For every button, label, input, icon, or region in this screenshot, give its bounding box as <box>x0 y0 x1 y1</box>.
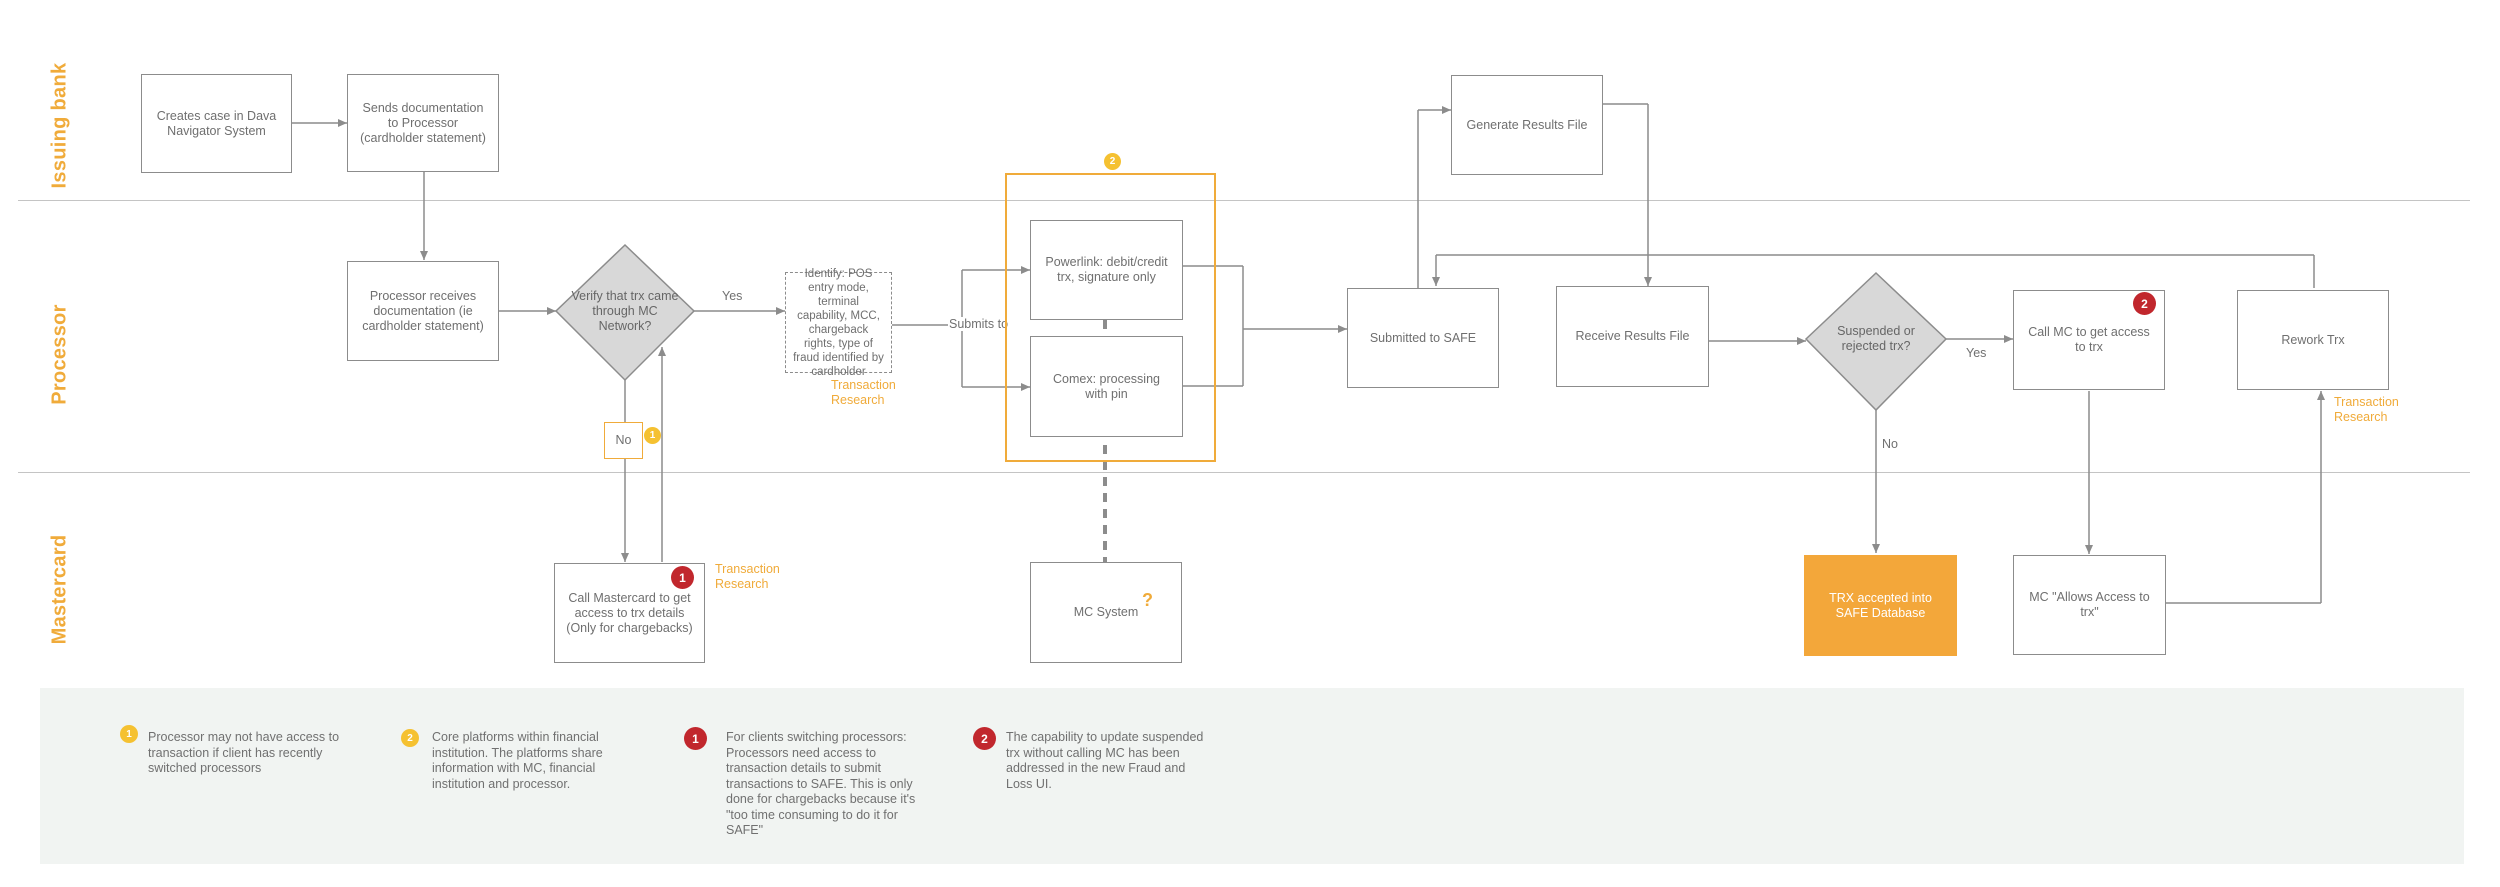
badge-red-2-call-mc: 2 <box>2133 292 2156 315</box>
legend-text-yellow-1: Processor may not have access to transac… <box>148 730 340 775</box>
no-label-suspended: No <box>1882 437 1898 451</box>
legend-badge-yellow-1: 1 <box>120 725 138 743</box>
transaction-research-note-identify: Transaction Research <box>831 378 896 407</box>
lane-separator-top <box>18 200 2470 201</box>
lane-separator-bottom <box>18 472 2470 473</box>
legend-panel <box>40 688 2464 864</box>
core-platforms-frame <box>1005 173 1216 462</box>
badge-red-1-call-mastercard: 1 <box>671 566 694 589</box>
comex-box: Comex: processing with pin <box>1030 336 1183 437</box>
yes-label-verify: Yes <box>722 289 743 303</box>
trx-accepted-box: TRX accepted into SAFE Database <box>1804 555 1957 656</box>
identify-box: Identify: POS entry mode, terminal capab… <box>785 268 892 378</box>
yes-label-suspended: Yes <box>1966 346 1987 360</box>
receive-results-file-box: Receive Results File <box>1556 286 1709 387</box>
legend-text-yellow-2: Core platforms within financial institut… <box>432 730 603 791</box>
legend-badge-red-1: 1 <box>684 727 707 750</box>
badge-yellow-1-no-branch: 1 <box>644 427 661 444</box>
submitted-to-safe-box: Submitted to SAFE <box>1347 288 1499 388</box>
legend-badge-yellow-2: 2 <box>401 729 419 747</box>
mc-allows-access-box: MC "Allows Access to trx" <box>2013 555 2166 655</box>
legend-badge-red-2: 2 <box>973 727 996 750</box>
rework-trx-box: Rework Trx <box>2237 290 2389 390</box>
suspended-rejected-label: Suspended or rejected trx? <box>1837 324 1915 353</box>
transaction-research-note-rework: Transaction Research <box>2334 395 2399 424</box>
sends-documentation-box: Sends documentation to Processor (cardho… <box>347 74 499 172</box>
legend-text-red-1: For clients switching processors: Proces… <box>726 730 916 837</box>
legend-text-red-2: The capability to update suspended trx w… <box>1006 730 1204 791</box>
no-branch-box: No <box>604 422 643 459</box>
processor-receives-box: Processor receives documentation (ie car… <box>347 261 499 361</box>
question-mark-icon: ? <box>1142 590 1153 610</box>
submits-to-label: Submits to <box>948 317 1010 331</box>
mc-system-box: MC System <box>1030 562 1182 663</box>
transaction-research-note-call-mastercard: Transaction Research <box>715 562 780 591</box>
verify-trx-label: Verify that trx came through MC Network? <box>571 288 679 333</box>
verify-decision-diamond <box>554 243 696 382</box>
badge-yellow-2-core-platforms: 2 <box>1104 153 1121 170</box>
generate-results-file-box: Generate Results File <box>1451 75 1603 175</box>
creates-case-box: Creates case in Dava Navigator System <box>141 74 292 173</box>
suspended-decision-diamond <box>1804 271 1948 412</box>
powerlink-box: Powerlink: debit/credit trx, signature o… <box>1030 220 1183 320</box>
